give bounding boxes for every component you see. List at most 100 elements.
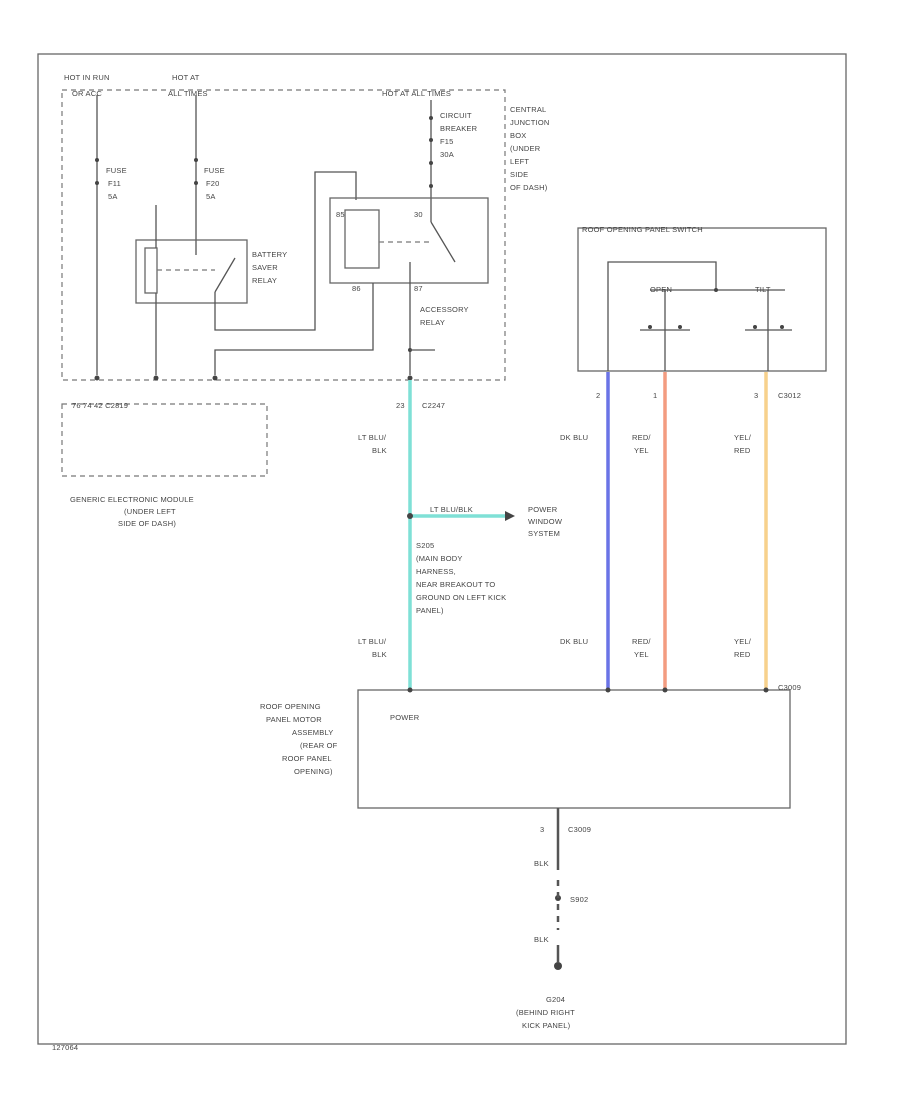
label-switch-open: OPEN <box>650 285 672 294</box>
label-wire-yel-upper-1: YEL/ <box>734 433 752 442</box>
roof-switch-bus-dot <box>714 288 718 292</box>
label-hot-at-all-times: HOT AT ALL TIMES <box>382 89 451 98</box>
breaker-dot-1 <box>429 116 433 120</box>
label-sw-pin-1: 1 <box>653 391 657 400</box>
generic-electronic-module-outline <box>61 403 268 477</box>
accessory-relay-box <box>329 197 489 284</box>
battery-saver-relay-switch <box>214 257 236 293</box>
label-g204-3: KICK PANEL) <box>522 1021 571 1030</box>
roof-switch-tilt-contacts <box>745 290 792 371</box>
label-c2247: C2247 <box>422 401 445 410</box>
label-cjb-5: LEFT <box>510 157 529 166</box>
battery-saver-relay-coil <box>144 247 158 294</box>
label-splice-wire: LT BLU/BLK <box>430 505 473 514</box>
roof-switch-tilt-dot-right <box>780 325 784 329</box>
label-wire-red-lower-2: YEL <box>634 650 649 659</box>
label-fuse-f11-1: FUSE <box>106 166 127 175</box>
label-gem-1: GENERIC ELECTRONIC MODULE <box>70 495 194 504</box>
central-junction-box-outline <box>61 89 506 381</box>
battery-saver-relay-box <box>135 239 248 304</box>
label-breaker-3: F15 <box>440 137 454 146</box>
label-wire-ltblu-lower-1: LT BLU/ <box>358 637 387 646</box>
label-motor-1: ROOF OPENING <box>260 702 321 711</box>
label-cjb-6: SIDE <box>510 170 528 179</box>
label-switch-title: ROOF OPENING PANEL SWITCH <box>582 225 703 234</box>
roof-switch-open-contacts <box>640 290 690 371</box>
accessory-relay-switch <box>430 221 456 263</box>
label-power-window-1: POWER <box>528 505 558 514</box>
label-cjb-1: CENTRAL <box>510 105 546 114</box>
label-sw-pin-3: 3 <box>754 391 758 400</box>
label-wire-red-lower-1: RED/ <box>632 637 651 646</box>
motor-pin-red-yel <box>662 687 668 693</box>
battery-saver-output-wire <box>214 171 357 331</box>
label-gem-pins: 76 74 42 C2819 <box>72 401 128 410</box>
roof-switch-open-dot-left <box>648 325 652 329</box>
breaker-dot-2 <box>429 138 433 142</box>
label-wire-ltblu-lower-2: BLK <box>372 650 387 659</box>
label-breaker-1: CIRCUIT <box>440 111 472 120</box>
splice-s205-dot <box>407 513 413 519</box>
label-battery-saver-3: RELAY <box>252 276 277 285</box>
label-motor-3: ASSEMBLY <box>292 728 333 737</box>
power-window-arrow <box>505 511 515 521</box>
label-pin-23: 23 <box>396 401 405 410</box>
motor-pin-lt-blu <box>407 687 413 693</box>
label-accessory-relay-1: ACCESSORY <box>420 305 469 314</box>
label-wire-ltblu-upper-2: BLK <box>372 446 387 455</box>
label-wire-yel-lower-1: YEL/ <box>734 637 752 646</box>
label-power: POWER <box>390 713 420 722</box>
cjb-pin-76 <box>94 375 100 381</box>
cjb-pin-23 <box>407 375 413 381</box>
label-s205-5: GROUND ON LEFT KICK <box>416 593 506 602</box>
accessory-relay-86-wire <box>214 283 374 375</box>
label-switch-tilt: TILT <box>755 285 771 294</box>
roof-switch-box <box>577 227 827 372</box>
cjb-pin-74 <box>153 375 159 381</box>
roof-switch-tilt-dot-left <box>753 325 757 329</box>
label-fuse-f20-2: F20 <box>206 179 220 188</box>
label-cjb-7: OF DASH) <box>510 183 548 192</box>
label-wire-yel-lower-2: RED <box>734 650 751 659</box>
label-cjb-3: BOX <box>510 131 526 140</box>
label-ground-connector: C3009 <box>568 825 591 834</box>
label-motor-4: (REAR OF <box>300 741 338 750</box>
label-s205-3: HARNESS, <box>416 567 456 576</box>
label-ground-pin: 3 <box>540 825 544 834</box>
label-motor-5: ROOF PANEL <box>282 754 332 763</box>
breaker-dot-3 <box>429 161 433 165</box>
roof-switch-open-dot-right <box>678 325 682 329</box>
fuse-f11-dot-bottom <box>95 181 99 185</box>
roof-switch-common-wire <box>607 261 717 371</box>
label-s205-4: NEAR BREAKOUT TO <box>416 580 495 589</box>
label-wire-dkblu-upper: DK BLU <box>560 433 588 442</box>
label-power-window-3: SYSTEM <box>528 529 560 538</box>
breaker-dot-4 <box>429 184 433 188</box>
label-motor-2: PANEL MOTOR <box>266 715 322 724</box>
label-or-acc: OR ACC <box>72 89 102 98</box>
label-fuse-f20-3: 5A <box>206 192 216 201</box>
label-c3012: C3012 <box>778 391 801 400</box>
label-pin-87: 87 <box>414 284 423 293</box>
diagram-frame <box>37 53 847 1045</box>
label-motor-6: OPENING) <box>294 767 333 776</box>
label-hot-at: HOT AT <box>172 73 200 82</box>
label-hot-in-run: HOT IN RUN <box>64 73 110 82</box>
label-cjb-4: (UNDER <box>510 144 541 153</box>
label-g204-2: (BEHIND RIGHT <box>516 1008 575 1017</box>
roof-motor-assembly-box <box>357 689 791 809</box>
fuse-f20-dot-bottom <box>194 181 198 185</box>
label-battery-saver-2: SAVER <box>252 263 278 272</box>
label-s205-1: S205 <box>416 541 434 550</box>
label-sw-pin-2: 2 <box>596 391 600 400</box>
label-cjb-2: JUNCTION <box>510 118 550 127</box>
label-pin-85: 85 <box>336 210 345 219</box>
label-breaker-4: 30A <box>440 150 454 159</box>
label-breaker-2: BREAKER <box>440 124 478 133</box>
label-fuse-f20-1: FUSE <box>204 166 225 175</box>
motor-pin-dk-blu <box>605 687 611 693</box>
label-c3009: C3009 <box>778 683 801 692</box>
label-pin-30: 30 <box>414 210 423 219</box>
label-s902: S902 <box>570 895 588 904</box>
